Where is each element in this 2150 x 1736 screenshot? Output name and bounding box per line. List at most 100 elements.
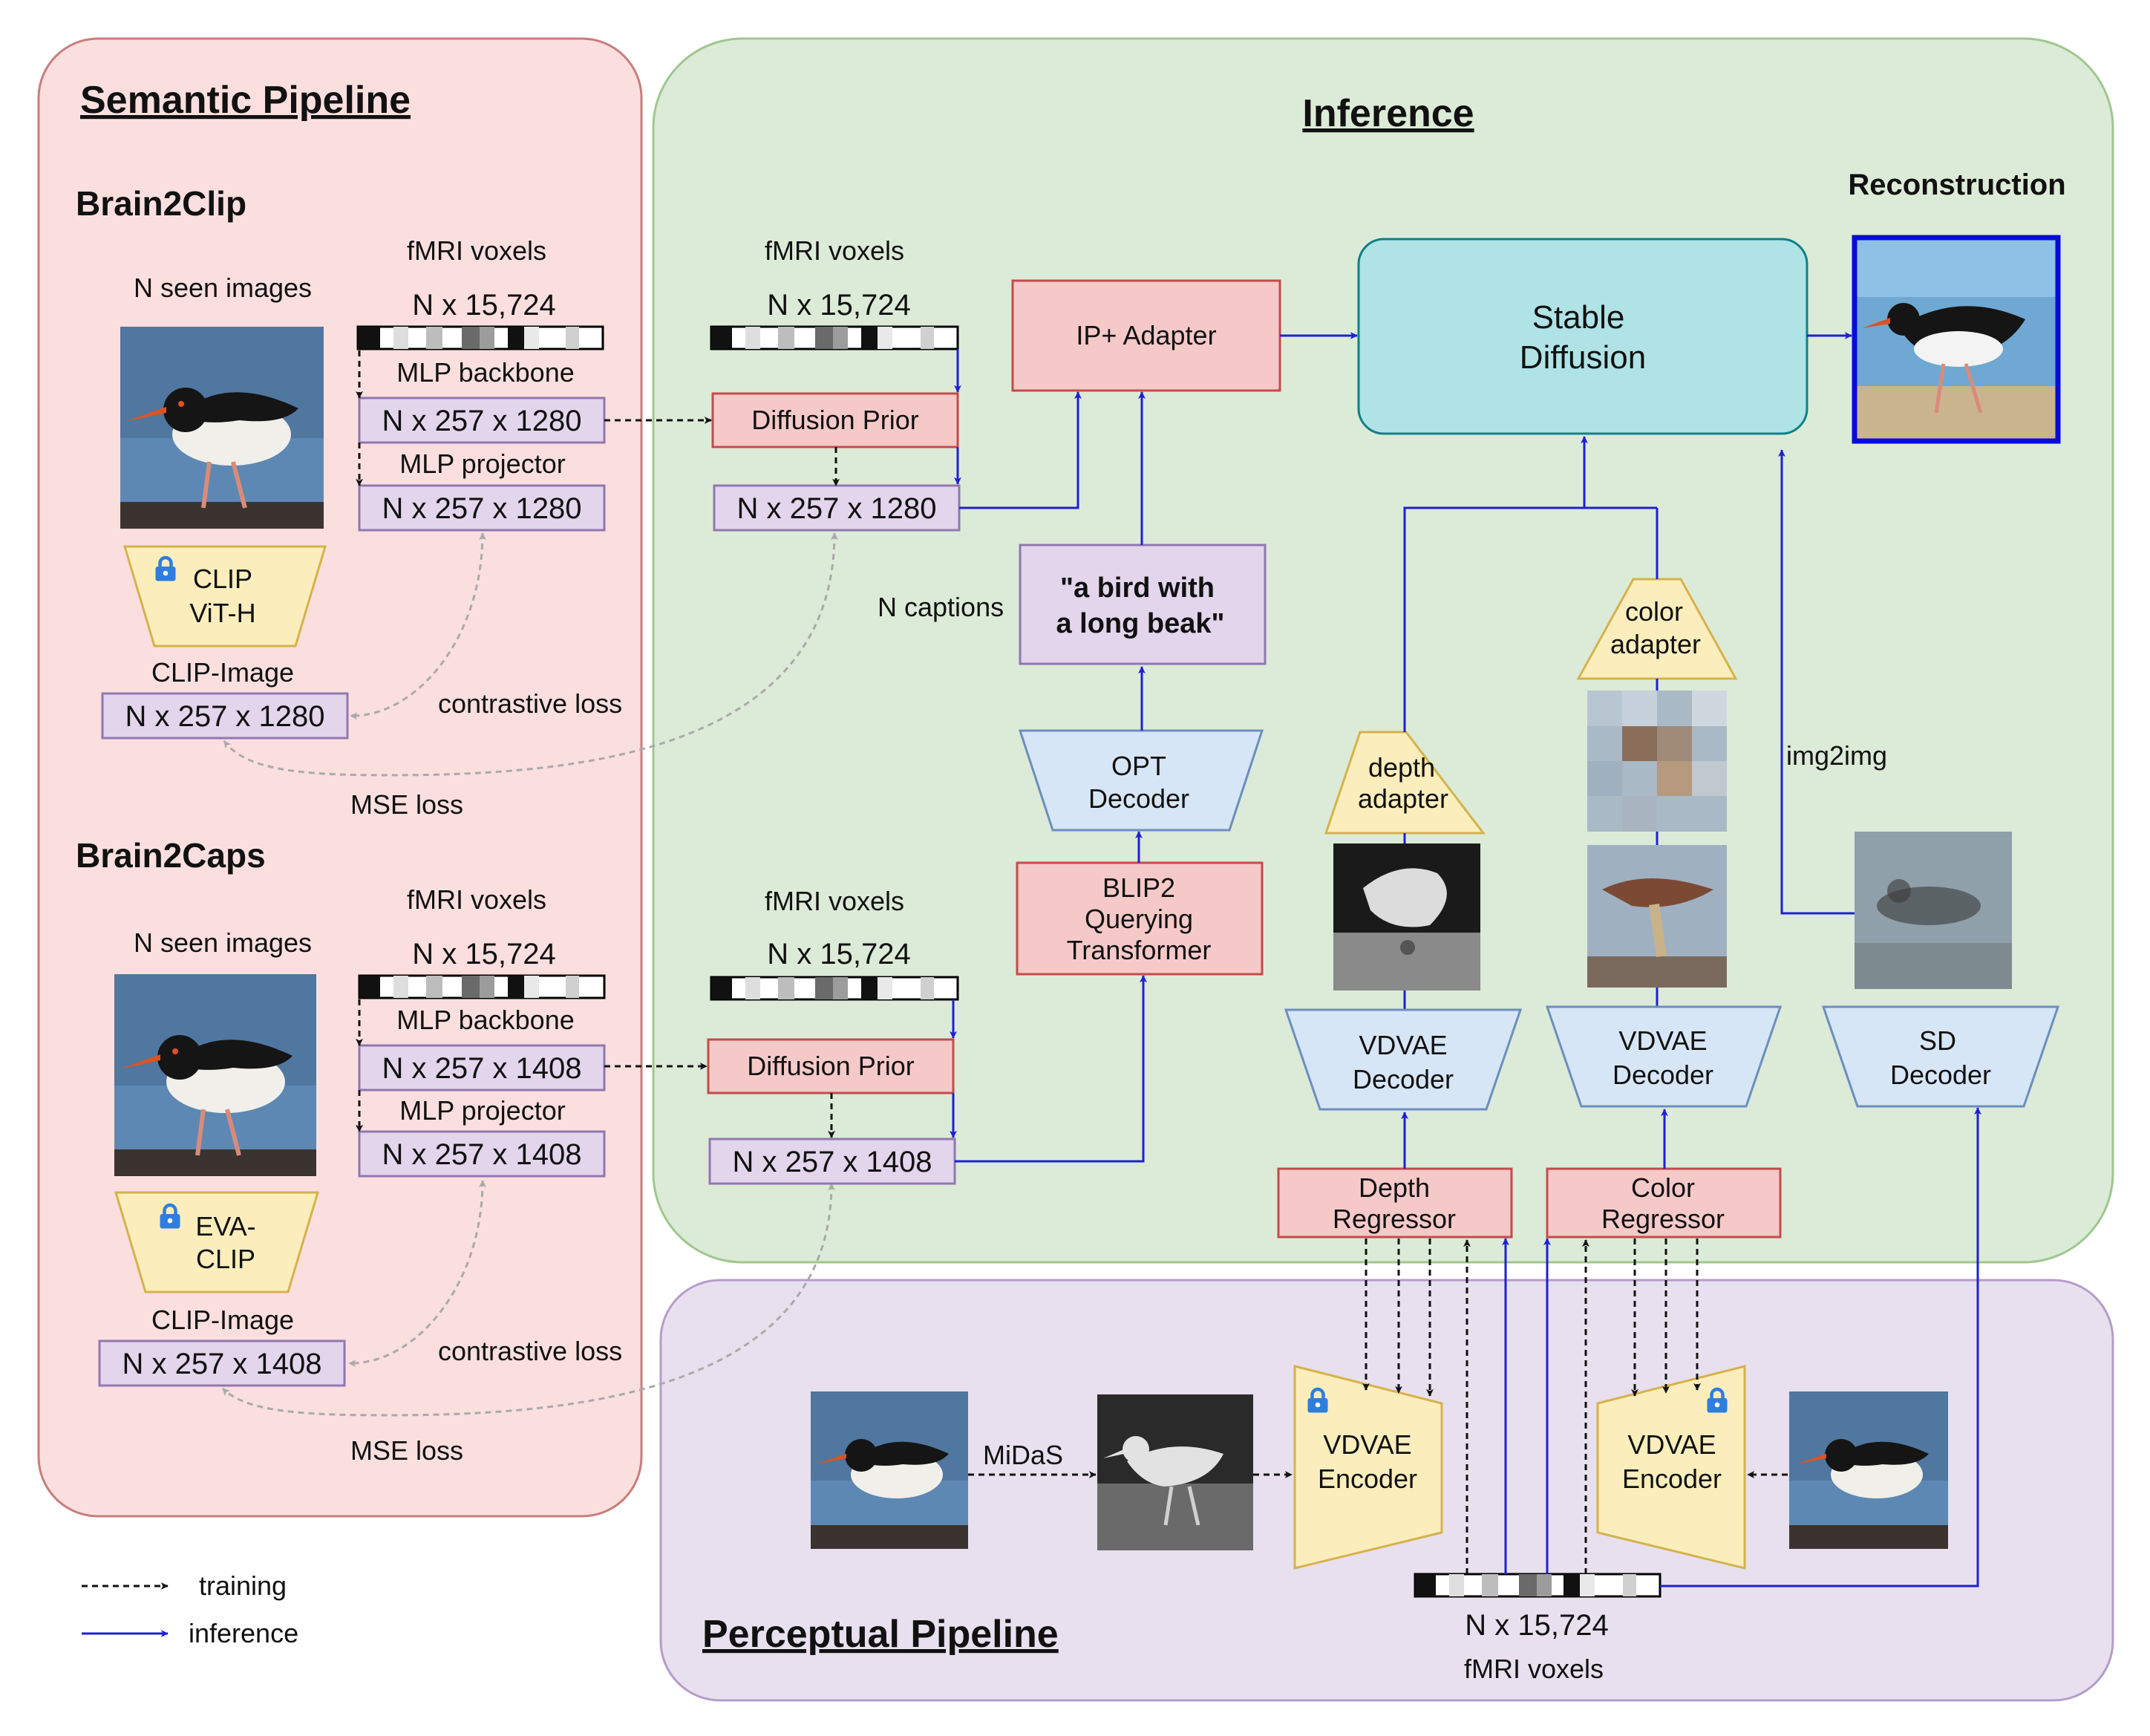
vdvae-encoder-right-line1: VDVAE bbox=[1627, 1429, 1716, 1460]
color-vdvae-decoder-line1: VDVAE bbox=[1618, 1025, 1707, 1056]
brain2clip-backbone-label: MLP backbone bbox=[396, 357, 575, 388]
depth-estimate-image bbox=[1097, 1394, 1253, 1550]
inference-voxels-label-top: fMRI voxels bbox=[765, 235, 904, 266]
midas-label: MiDaS bbox=[983, 1440, 1063, 1470]
brain2clip-voxel-strip bbox=[356, 325, 604, 350]
brain2caps-voxels-label: fMRI voxels bbox=[407, 884, 546, 915]
color-adapter: color adapter bbox=[1576, 578, 1738, 680]
brain2caps-contrastive-loss: contrastive loss bbox=[438, 1336, 622, 1366]
brain2clip-projector-label: MLP projector bbox=[399, 448, 565, 479]
blip2-line2: Querying bbox=[1085, 904, 1193, 934]
sd-initial-image bbox=[1855, 832, 2012, 989]
brain2clip-projector-dim: N x 257 x 1280 bbox=[382, 492, 581, 525]
depth-regressor-line1: Depth bbox=[1359, 1172, 1430, 1203]
inference-arrow bbox=[1778, 449, 1855, 915]
stable-diffusion-line2: Diffusion bbox=[1520, 339, 1646, 376]
eva-encoder-line2: CLIP bbox=[196, 1244, 255, 1274]
semantic-panel bbox=[37, 37, 643, 1518]
sd-decoder-line1: SD bbox=[1919, 1025, 1956, 1056]
inference-arrow bbox=[1403, 436, 1588, 732]
brain2caps-seen-images-label: N seen images bbox=[134, 927, 312, 958]
depth-vdvae-decoder-line2: Decoder bbox=[1353, 1064, 1454, 1094]
inference-title: Inference bbox=[1302, 92, 1474, 135]
brain2clip-contrastive-loss: contrastive loss bbox=[438, 688, 622, 719]
clip-encoder-line1: CLIP bbox=[193, 564, 252, 594]
brain2clip-projector-box bbox=[358, 484, 606, 532]
sd-decoder: SD Decoder bbox=[1821, 1005, 2060, 1108]
brain2caps-backbone-label: MLP backbone bbox=[396, 1005, 575, 1035]
ip-adapter-label: IP+ Adapter bbox=[1076, 320, 1216, 350]
vdvae-encoder-left-line2: Encoder bbox=[1318, 1463, 1417, 1494]
depth-regressor-box bbox=[1277, 1167, 1513, 1239]
brain2caps-clip-image-label: CLIP-Image bbox=[151, 1305, 294, 1335]
mse-loss-arrow bbox=[223, 532, 838, 777]
inference-voxel-strip-bottom bbox=[710, 976, 959, 1001]
stable-diffusion-box bbox=[1357, 238, 1808, 435]
opt-decoder: OPT Decoder bbox=[1018, 729, 1264, 832]
depth-adapter-line1: depth bbox=[1368, 752, 1435, 783]
color-vdvae-image bbox=[1587, 845, 1727, 988]
brain2caps-projector-dim: N x 257 x 1408 bbox=[382, 1138, 581, 1171]
perceptual-voxels-dim: N x 15,724 bbox=[1465, 1609, 1608, 1642]
brain2clip-voxels-label: fMRI voxels bbox=[407, 235, 546, 266]
perceptual-input-image-right bbox=[1789, 1391, 1948, 1549]
brain2caps-voxel-strip bbox=[358, 974, 606, 999]
depth-adapter: depth adapter bbox=[1324, 731, 1486, 835]
inference-voxels-label-bottom: fMRI voxels bbox=[765, 886, 904, 916]
opt-decoder-line1: OPT bbox=[1111, 751, 1166, 781]
reconstruction-label: Reconstruction bbox=[1848, 169, 2065, 201]
legend-inference-label: inference bbox=[189, 1618, 298, 1648]
eva-encoder-line1: EVA- bbox=[195, 1211, 255, 1241]
brain2caps-voxels-dim: N x 15,724 bbox=[412, 938, 555, 970]
diffusion-prior-top-label: Diffusion Prior bbox=[751, 405, 918, 435]
caption-line2: a long beak" bbox=[1056, 608, 1224, 639]
brain2caps-backbone-dim: N x 257 x 1408 bbox=[382, 1052, 581, 1085]
prior-output-top-dim: N x 257 x 1280 bbox=[736, 492, 936, 525]
legend: training inference bbox=[82, 1570, 298, 1648]
caption-box bbox=[1019, 544, 1267, 665]
brain2clip-title: Brain2Clip bbox=[76, 184, 246, 223]
caption-line1: "a bird with bbox=[1060, 572, 1215, 604]
mse-loss-arrow bbox=[221, 1183, 835, 1417]
diffusion-prior-bottom bbox=[707, 1038, 955, 1094]
perceptual-voxels-label: fMRI voxels bbox=[1464, 1654, 1604, 1684]
semantic-pipeline-title: Semantic Pipeline bbox=[80, 79, 411, 122]
reconstruction-image bbox=[1852, 235, 2061, 444]
vdvae-encoder-left-line1: VDVAE bbox=[1323, 1429, 1411, 1460]
depth-adapter-line2: adapter bbox=[1358, 783, 1448, 814]
inference-arrow bbox=[959, 391, 1082, 509]
depth-map-image bbox=[1333, 843, 1480, 991]
n-captions-label: N captions bbox=[878, 592, 1004, 622]
legend-training-label: training bbox=[199, 1570, 287, 1601]
eva-clip-encoder: EVA- CLIP bbox=[114, 1191, 320, 1293]
brain2caps-mse-loss: MSE loss bbox=[350, 1435, 463, 1466]
color-regressor-line2: Regressor bbox=[1601, 1204, 1725, 1234]
brain2clip-voxels-dim: N x 15,724 bbox=[412, 289, 555, 322]
brain2clip-clip-image-dim: N x 257 x 1280 bbox=[125, 700, 324, 733]
perceptual-pipeline-title: Perceptual Pipeline bbox=[702, 1613, 1059, 1656]
brain2caps-projector-box bbox=[358, 1130, 606, 1178]
color-vdvae-decoder-line2: Decoder bbox=[1612, 1060, 1713, 1090]
brain2clip-seen-images-label: N seen images bbox=[134, 273, 312, 303]
opt-decoder-line2: Decoder bbox=[1088, 783, 1189, 814]
inference-voxels-dim-bottom: N x 15,724 bbox=[767, 938, 910, 970]
inference-arrow bbox=[955, 975, 1147, 1163]
inference-arrow bbox=[1660, 1107, 1981, 1587]
vdvae-encoder-right: VDVAE Encoder bbox=[1596, 1365, 1746, 1570]
blip2-qformer-box bbox=[1016, 861, 1264, 976]
vdvae-encoder-right-line2: Encoder bbox=[1622, 1463, 1722, 1494]
color-palette-image bbox=[1587, 691, 1727, 832]
diffusion-prior-bottom-label: Diffusion Prior bbox=[747, 1051, 914, 1081]
prior-output-bottom-dim: N x 257 x 1408 bbox=[732, 1146, 932, 1178]
brain2caps-seen-image bbox=[114, 974, 316, 1176]
clip-encoder-line2: ViT-H bbox=[189, 598, 255, 628]
brain2caps-title: Brain2Caps bbox=[76, 836, 266, 875]
depth-vdvae-decoder: VDVAE Decoder bbox=[1284, 1008, 1523, 1111]
depth-vdvae-decoder-line1: VDVAE bbox=[1359, 1030, 1447, 1060]
brain2caps-backbone-box bbox=[358, 1044, 606, 1091]
brain2caps-clip-image-dim: N x 257 x 1408 bbox=[122, 1348, 321, 1380]
sd-decoder-line2: Decoder bbox=[1890, 1060, 1991, 1090]
inference-voxels-dim-top: N x 15,724 bbox=[767, 289, 910, 322]
vdvae-encoder-left: VDVAE Encoder bbox=[1293, 1365, 1443, 1570]
